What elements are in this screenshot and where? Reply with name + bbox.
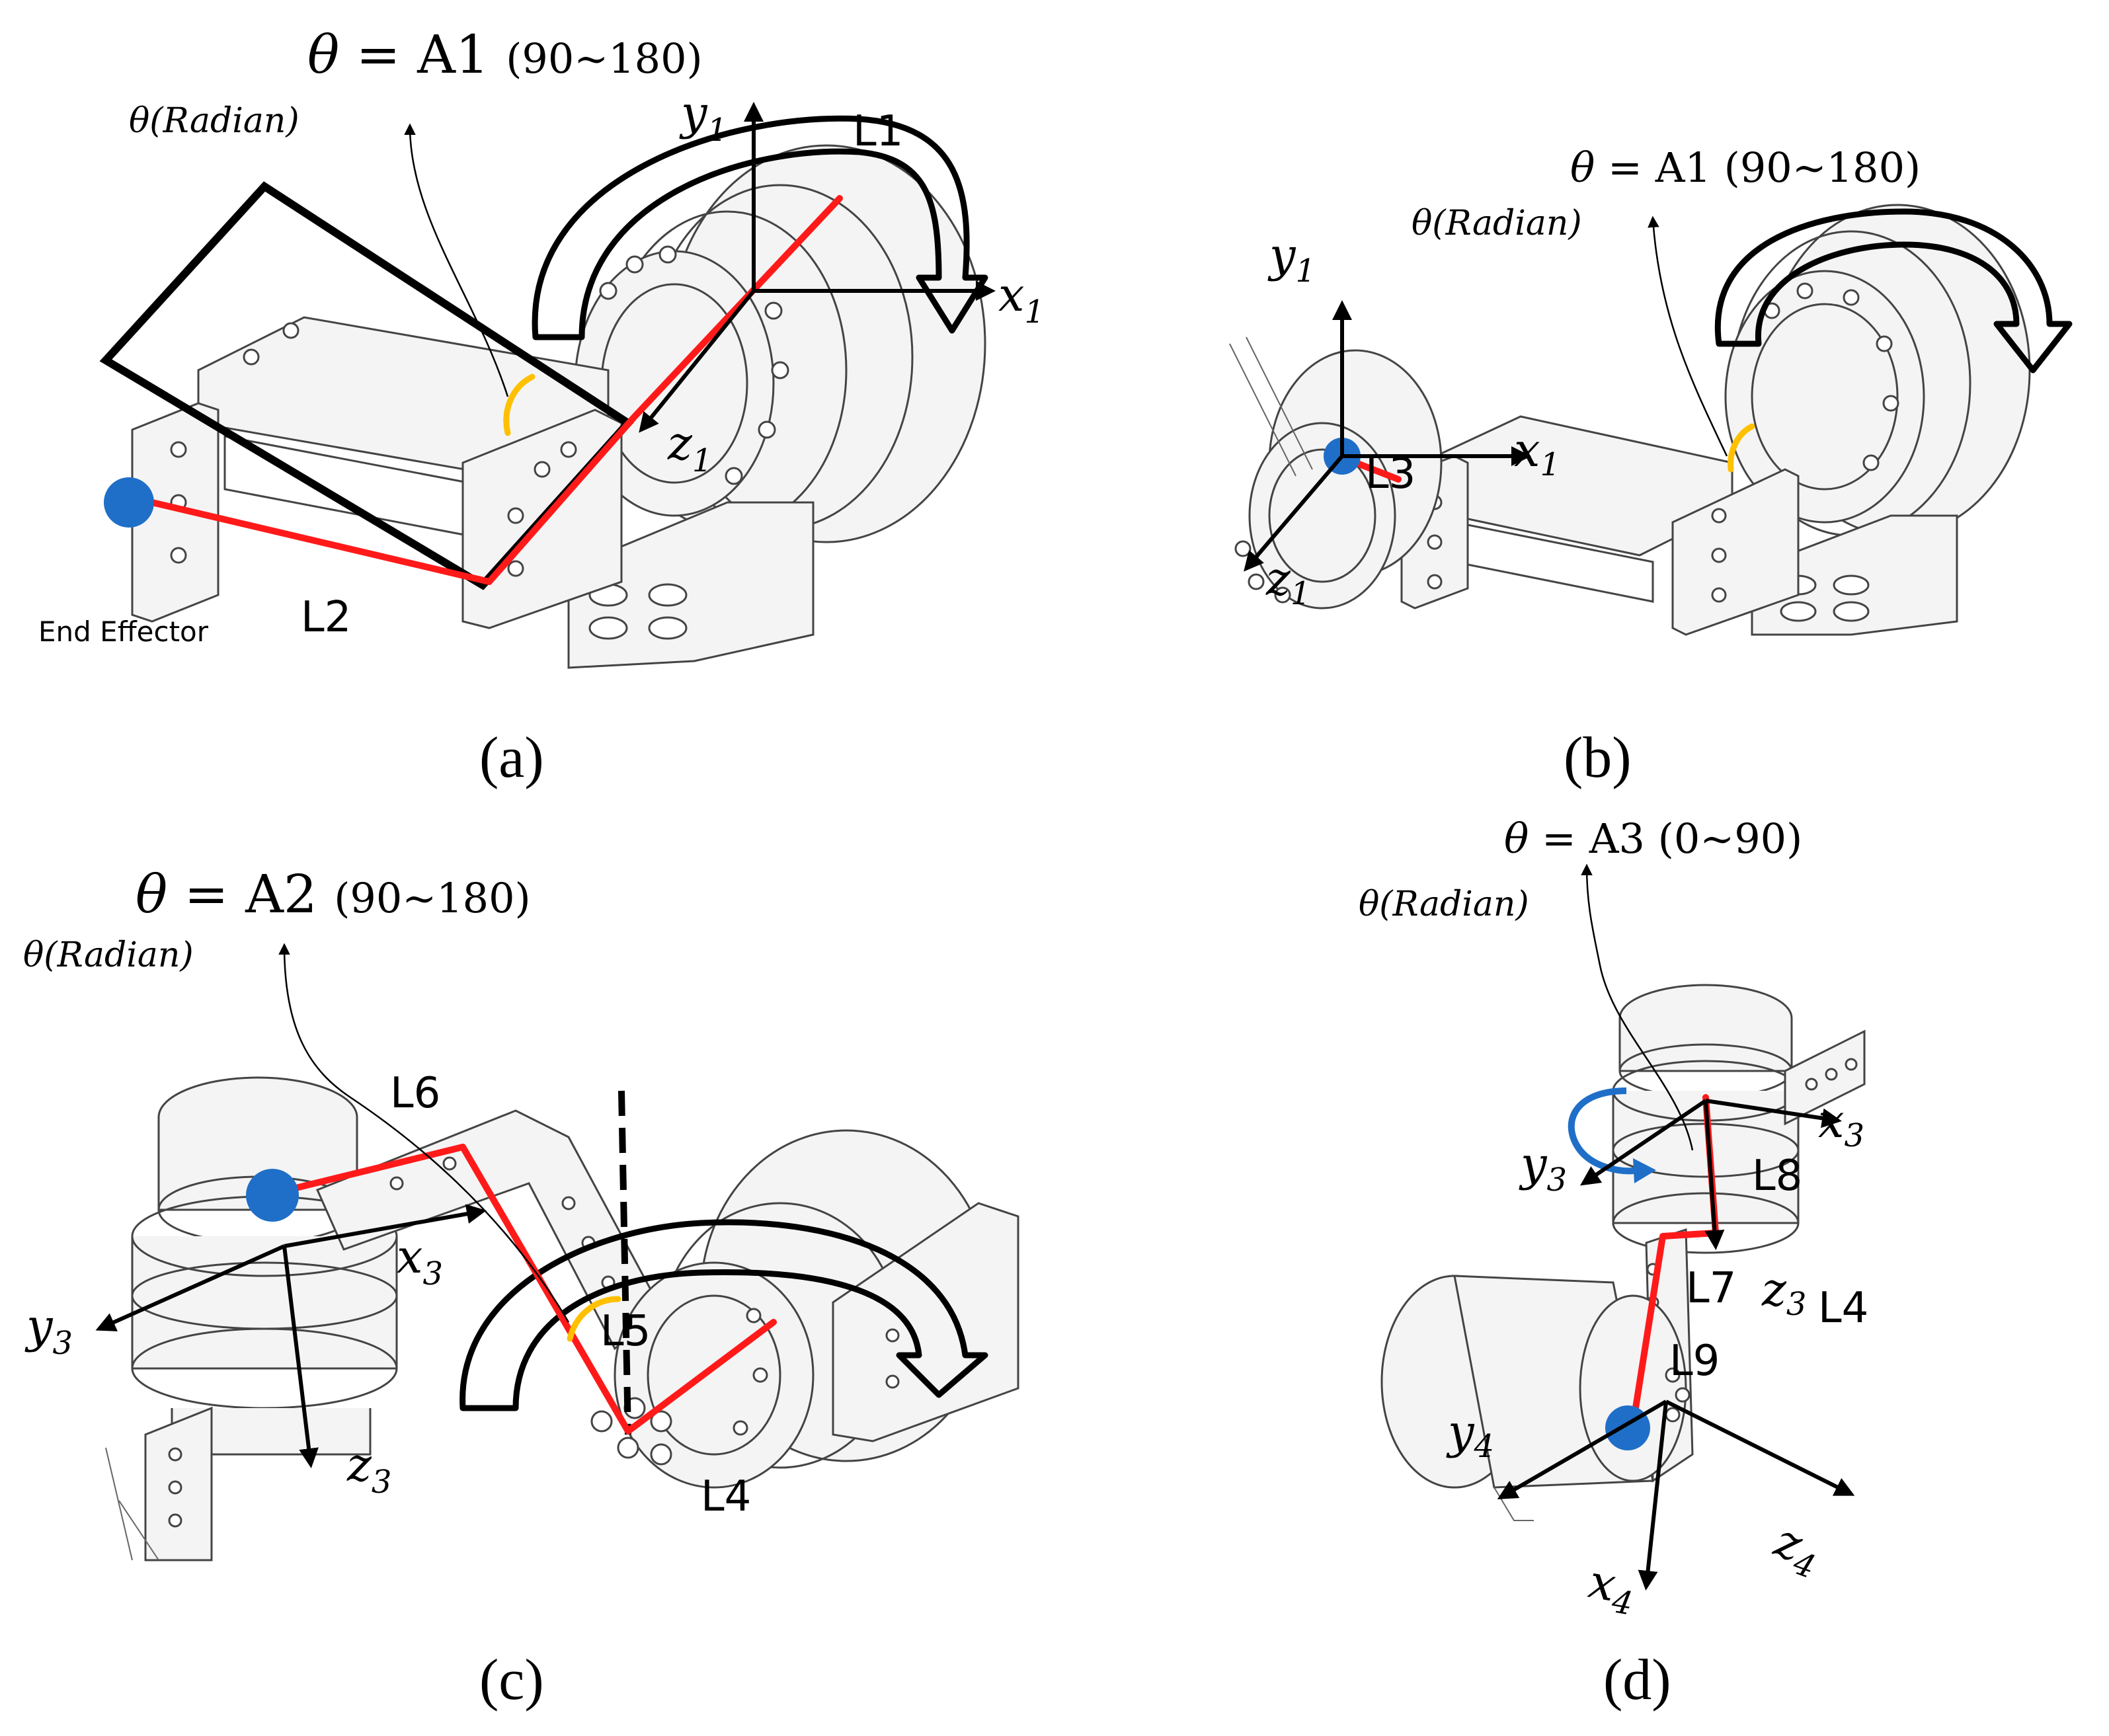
panel-c-x3-label: x3 xyxy=(397,1230,443,1292)
panel-a-link-l1: L1 xyxy=(853,107,903,156)
panel-c-angle-leader xyxy=(278,943,570,1323)
panel-d-x3-label: x3 xyxy=(1818,1094,1864,1154)
panel-a-link-l2: L2 xyxy=(301,593,351,642)
panel-c-joint-dot xyxy=(246,1169,299,1222)
panel-d-mechanism xyxy=(1380,984,1866,1521)
panel-c-y3-axis xyxy=(95,1244,286,1331)
panel-c-z3-label: z3 xyxy=(346,1438,391,1501)
panel-b-angle-leader xyxy=(1648,216,1728,457)
panel-b-equation: θ = A1 (90~180) xyxy=(1570,143,1921,192)
panel-b-y1-label: y1 xyxy=(1267,228,1316,290)
panel-d-x4-axis xyxy=(1638,1401,1668,1591)
panel-c-link-l4: L4 xyxy=(701,1472,751,1521)
panel-a: θ = A1 (90~180) θ(Radian) L1 L2 End Effe… xyxy=(38,24,1045,790)
panel-a-caption: (a) xyxy=(479,726,544,790)
panel-c-equation: θ = A2 (90~180) xyxy=(136,863,531,925)
panel-d-y3-axis xyxy=(1580,1099,1707,1186)
panel-a-kinematic-chain xyxy=(149,195,843,585)
panel-c-rotation-arrow xyxy=(459,1219,988,1411)
panel-d-y4-label: y4 xyxy=(1446,1405,1494,1465)
panel-c-y3-label: y3 xyxy=(24,1299,73,1362)
panel-d-caption: (d) xyxy=(1603,1648,1671,1712)
panel-c-link-l5: L5 xyxy=(600,1307,651,1356)
panel-b-x1-label: x1 xyxy=(1514,423,1560,483)
panel-a-end-effector-dot xyxy=(104,477,154,528)
panel-b-caption: (b) xyxy=(1564,726,1632,790)
panel-d-z3-axis xyxy=(1704,1100,1725,1250)
panel-a-end-effector-label: End Effector xyxy=(38,615,209,648)
panel-a-z1-label: z1 xyxy=(667,416,712,479)
panel-d-z4-axis xyxy=(1665,1400,1855,1496)
panel-a-z1-axis xyxy=(639,290,756,433)
panel-d-equation: θ = A3 (0~90) xyxy=(1504,814,1802,863)
panel-b-rotation-arrow xyxy=(1714,208,2073,374)
panel-d-link-l7: L7 xyxy=(1686,1264,1736,1313)
panel-b-mechanism xyxy=(1229,204,2031,636)
panel-c-link-l6: L6 xyxy=(390,1069,440,1118)
panel-a-rotation-arrow xyxy=(532,115,988,340)
panel-d-link-l9: L9 xyxy=(1669,1337,1720,1386)
panel-d-y4-axis xyxy=(1497,1400,1667,1500)
panel-c-angle-unit: θ(Radian) xyxy=(23,935,194,975)
panel-d-rotation-arrow xyxy=(1568,1087,1640,1175)
panel-a-mechanism xyxy=(131,144,986,669)
panel-a-y1-label: y1 xyxy=(679,86,727,149)
panel-d-rotation-arrowhead xyxy=(1633,1158,1656,1183)
panel-a-angle-arc xyxy=(503,374,536,436)
panel-b-z1-label: z1 xyxy=(1265,552,1310,612)
panel-c: θ = A2 (90~180) θ(Radian) L6 L5 L4 x3 y3… xyxy=(23,863,1019,1712)
panel-d-link-l4: L4 xyxy=(1818,1284,1868,1333)
panel-b-z1-axis xyxy=(1244,455,1344,572)
panel-d-z3-label: z3 xyxy=(1761,1263,1806,1323)
panel-b: θ = A1 (90~180) θ(Radian) L3 y1 x1 z1 (b… xyxy=(1229,143,2073,790)
panel-d-x4-label: x4 xyxy=(1583,1554,1640,1623)
panel-b-link-l3: L3 xyxy=(1365,450,1415,498)
panel-d-angle-unit: θ(Radian) xyxy=(1359,885,1529,924)
panel-a-x1-label: x1 xyxy=(998,268,1045,331)
panel-d-y3-label: y3 xyxy=(1519,1137,1567,1199)
panel-a-angle-unit: θ(Radian) xyxy=(129,101,299,141)
panel-a-equation: θ = A1 (90~180) xyxy=(307,24,703,85)
panel-a-link-frame xyxy=(99,181,635,590)
panel-c-caption: (c) xyxy=(479,1648,544,1712)
panel-a-angle-leader xyxy=(404,123,509,397)
panel-d-angle-leader xyxy=(1581,863,1694,1151)
panel-d-x3-axis xyxy=(1705,1099,1842,1128)
panel-d-link-l8: L8 xyxy=(1752,1152,1802,1201)
panel-c-x3-axis xyxy=(284,1204,487,1248)
panel-c-kinematic-chain xyxy=(271,1144,777,1435)
panel-d-joint-dot xyxy=(1605,1405,1650,1450)
panel-c-z3-axis xyxy=(282,1245,319,1468)
panel-d-z4-label: z4 xyxy=(1765,1513,1828,1587)
panel-b-angle-arc xyxy=(1728,423,1755,473)
panel-b-angle-unit: θ(Radian) xyxy=(1412,204,1582,243)
panel-d: θ = A3 (0~90) θ(Radian) L8 L7 L4 L9 x3 y… xyxy=(1359,814,1868,1712)
panel-c-dashed-reference xyxy=(618,1090,631,1435)
panel-c-angle-arc xyxy=(567,1296,621,1342)
